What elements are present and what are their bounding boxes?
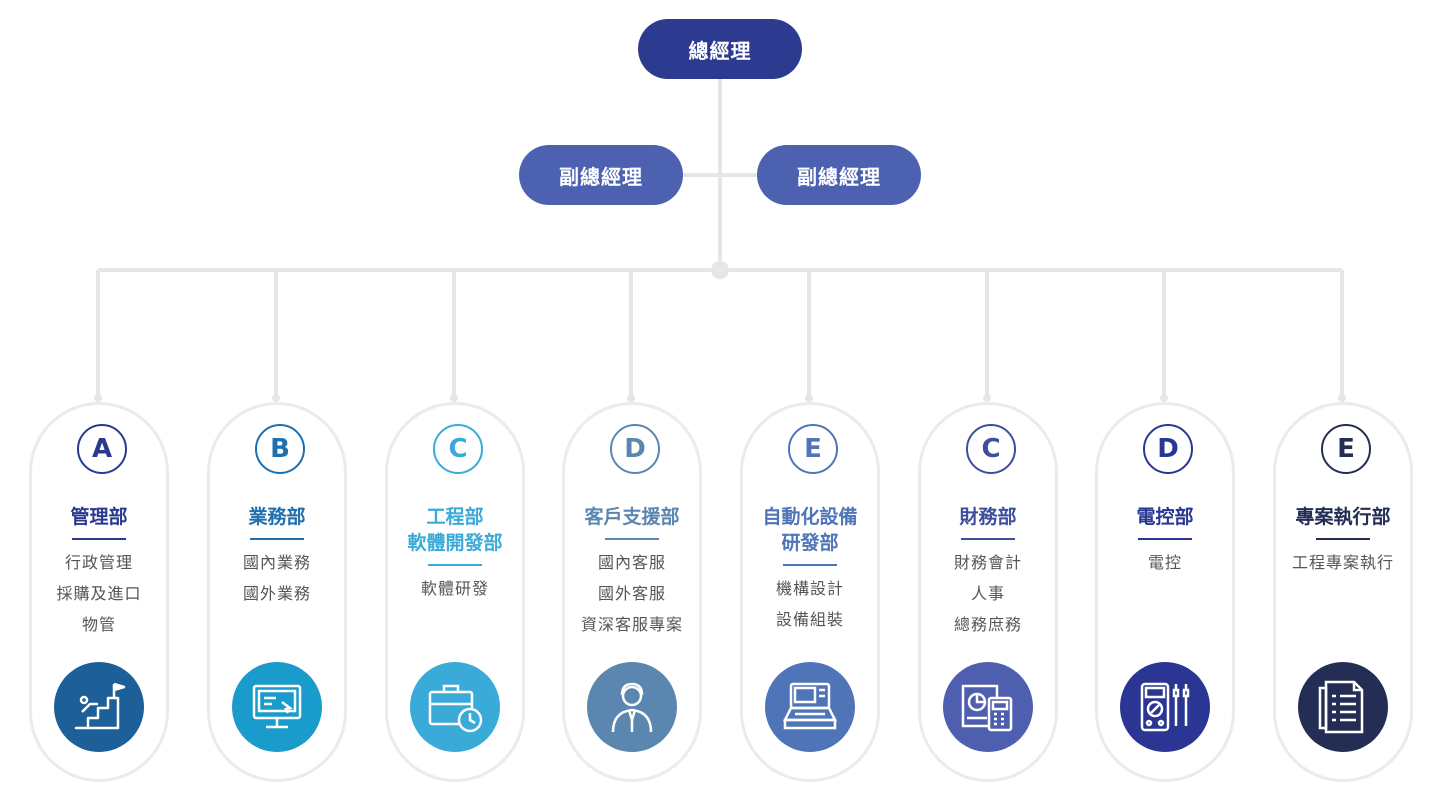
department-letter-badge: A	[77, 424, 127, 474]
department-function-item: 電控	[1147, 553, 1182, 572]
department-title: 自動化設備研發部	[743, 504, 877, 556]
department-function-item: 人事	[970, 584, 1005, 603]
department-title: 工程部軟體開發部	[388, 504, 522, 556]
title-underline	[428, 564, 482, 566]
briefcase-clock-icon	[410, 662, 500, 752]
department-title-line: 研發部	[781, 532, 839, 554]
department-card: E 專案執行部工程專案執行	[1273, 402, 1413, 782]
department-function-item: 資深客服專案	[580, 615, 683, 634]
department-title-line: 財務部	[959, 506, 1017, 528]
department-letter-badge: E	[788, 424, 838, 474]
department-title: 財務部	[921, 504, 1055, 530]
department-card: C 工程部軟體開發部軟體研發	[385, 402, 525, 782]
department-title-line: 專案執行部	[1295, 506, 1391, 528]
department-function-item: 物管	[81, 615, 116, 634]
title-underline	[961, 538, 1015, 540]
department-title: 業務部	[210, 504, 344, 530]
department-letter-badge: C	[966, 424, 1016, 474]
department-card: C 財務部財務會計人事總務庶務	[918, 402, 1058, 782]
junction-dot	[711, 261, 729, 279]
support-person-icon	[587, 662, 677, 752]
department-title-line: 業務部	[248, 506, 306, 528]
department-title: 專案執行部	[1276, 504, 1410, 530]
department-function-list: 行政管理採購及進口物管	[32, 547, 166, 640]
department-function-item: 機構設計	[775, 579, 844, 598]
control-panel-icon	[765, 662, 855, 752]
title-underline	[783, 564, 837, 566]
department-card: E 自動化設備研發部機構設計設備組裝	[740, 402, 880, 782]
department-function-list: 軟體研發	[388, 573, 522, 604]
department-title-line: 工程部	[426, 506, 484, 528]
department-title-line: 管理部	[70, 506, 128, 528]
department-function-item: 國內業務	[242, 553, 311, 572]
department-title: 管理部	[32, 504, 166, 530]
department-function-item: 行政管理	[64, 553, 133, 572]
department-function-item: 總務庶務	[953, 615, 1022, 634]
department-card: D 客戶支援部國內客服國外客服資深客服專案	[562, 402, 702, 782]
department-card: A 管理部行政管理採購及進口物管	[29, 402, 169, 782]
department-function-item: 國外業務	[242, 584, 311, 603]
department-letter-badge: D	[610, 424, 660, 474]
department-letter-badge: B	[255, 424, 305, 474]
department-title: 客戶支援部	[565, 504, 699, 530]
department-function-item: 設備組裝	[775, 610, 844, 629]
department-function-list: 電控	[1098, 547, 1232, 578]
monitor-icon	[232, 662, 322, 752]
department-function-item: 工程專案執行	[1291, 553, 1394, 572]
department-function-list: 機構設計設備組裝	[743, 573, 877, 635]
department-card: D 電控部電控	[1095, 402, 1235, 782]
vice-manager-node-right: 副總經理	[757, 145, 921, 205]
department-title-line: 自動化設備	[762, 506, 858, 528]
department-letter-badge: D	[1143, 424, 1193, 474]
multimeter-icon	[1120, 662, 1210, 752]
department-function-item: 採購及進口	[56, 584, 142, 603]
department-function-list: 國內客服國外客服資深客服專案	[565, 547, 699, 640]
department-title: 電控部	[1098, 504, 1232, 530]
department-function-list: 國內業務國外業務	[210, 547, 344, 609]
calculator-chart-icon	[943, 662, 1033, 752]
title-underline	[1138, 538, 1192, 540]
title-underline	[1316, 538, 1370, 540]
department-card: B 業務部國內業務國外業務	[207, 402, 347, 782]
department-title-line: 客戶支援部	[584, 506, 680, 528]
vice-manager-node-left: 副總經理	[519, 145, 683, 205]
department-function-item: 國內客服	[597, 553, 666, 572]
document-list-icon	[1298, 662, 1388, 752]
department-letter-badge: E	[1321, 424, 1371, 474]
department-function-item: 軟體研發	[420, 579, 489, 598]
title-underline	[72, 538, 126, 540]
stairs-flag-icon	[54, 662, 144, 752]
general-manager-node: 總經理	[638, 19, 802, 79]
department-title-line: 電控部	[1136, 506, 1194, 528]
department-letter-badge: C	[433, 424, 483, 474]
department-title-line: 軟體開發部	[407, 532, 503, 554]
department-function-item: 國外客服	[597, 584, 666, 603]
title-underline	[605, 538, 659, 540]
department-function-list: 工程專案執行	[1276, 547, 1410, 578]
department-function-item: 財務會計	[953, 553, 1022, 572]
title-underline	[250, 538, 304, 540]
department-function-list: 財務會計人事總務庶務	[921, 547, 1055, 640]
